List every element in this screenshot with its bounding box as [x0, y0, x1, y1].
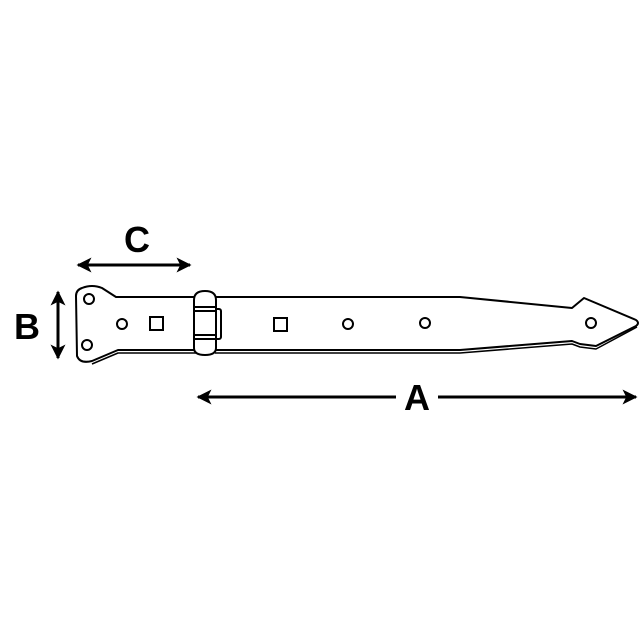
hole — [83, 293, 95, 305]
hole — [116, 318, 128, 330]
hinge-knuckle — [193, 289, 222, 357]
label-b: B — [14, 306, 40, 347]
label-a: A — [404, 377, 430, 418]
hinge-plate — [75, 285, 197, 365]
label-c: C — [124, 219, 150, 260]
dimension-a: A — [196, 377, 638, 418]
hole — [81, 339, 93, 351]
square-hole — [149, 316, 164, 331]
dimension-c: C — [76, 219, 192, 273]
square-hole — [273, 317, 288, 332]
screw-holes — [81, 293, 597, 351]
hole — [342, 318, 354, 330]
dimension-b: B — [14, 290, 66, 360]
hole — [419, 317, 431, 329]
hole — [585, 317, 597, 329]
